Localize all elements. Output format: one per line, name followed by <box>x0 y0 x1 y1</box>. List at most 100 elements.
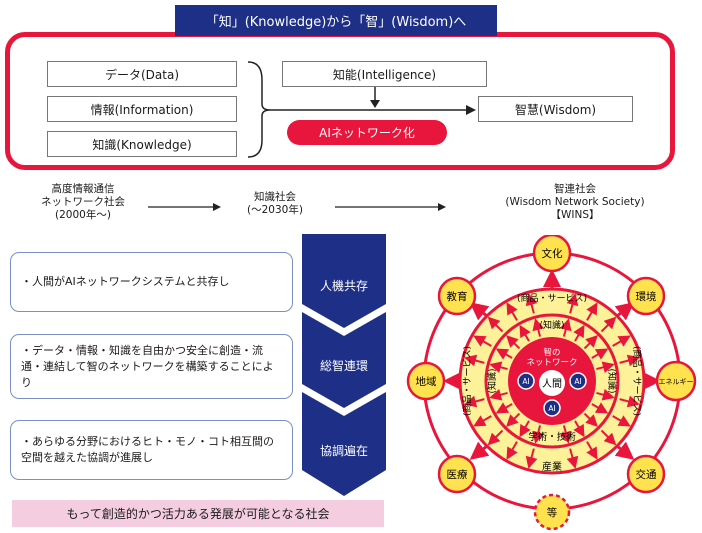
stage-2: 知識社会(〜2030年) <box>247 191 303 216</box>
brace-icon <box>247 61 271 158</box>
spoke-arrow <box>487 316 504 333</box>
svg-text:等: 等 <box>547 506 558 519</box>
arrow-head-icon <box>466 105 476 115</box>
node-energy: エネルギー <box>655 360 697 402</box>
ai-node-right: AI <box>569 372 587 390</box>
ai-node-left: AI <box>517 372 535 390</box>
middle-ring-left-label: (知識) <box>486 368 498 393</box>
middle-ring-bottom-label: 学術・技術 <box>528 431 576 443</box>
wins-diagram: 文化 環境 エネルギー 交通 等 医療 地域 教育 (商品・サービス) 産業 (… <box>406 235 697 531</box>
spoke-arrow <box>525 448 538 469</box>
spoke-arrow <box>583 412 598 427</box>
outer-ring-top-label: (商品・サービス) <box>517 292 587 304</box>
chevron-2 <box>302 312 386 408</box>
outer-ring-left-label: (商品・サービス) <box>461 346 473 416</box>
chevron-steps <box>302 234 386 496</box>
knowledge-box: 知識(Knowledge) <box>47 131 237 157</box>
stage-arrows <box>148 203 446 211</box>
spoke-arrow <box>506 335 521 350</box>
spoke-arrow <box>519 420 531 438</box>
node-environment: 環境 <box>626 276 666 316</box>
step-1-label: 人機共存 <box>319 279 368 293</box>
stage-1: 高度情報通信ネットワーク社会(2000年〜) <box>41 183 125 221</box>
spoke-arrow <box>591 402 609 414</box>
spoke-arrow <box>489 388 508 401</box>
chevron-3 <box>302 392 386 496</box>
spoke-arrow <box>495 348 513 360</box>
spoke-arrow <box>464 354 485 367</box>
node-region: 地域 <box>406 361 446 401</box>
top-connectors <box>247 61 476 158</box>
spoke-arrow <box>619 354 640 367</box>
data-box: データ(Data) <box>47 61 237 87</box>
spoke-arrow <box>506 441 518 460</box>
radial-arrows <box>464 293 640 469</box>
svg-text:AI: AI <box>574 377 581 386</box>
outer-ring-bottom-label: 産業 <box>542 460 562 473</box>
node-etc: 等 <box>533 493 571 531</box>
human-circle <box>539 370 565 396</box>
spoke-arrow <box>596 361 615 374</box>
spoke-arrow <box>489 361 508 374</box>
spoke-arrow <box>525 293 538 314</box>
node-medical: 医療 <box>437 454 477 494</box>
spoke-arrow <box>473 335 492 347</box>
information-box: 情報(Information) <box>47 96 237 122</box>
core-human: 人間 <box>542 378 562 390</box>
spoke-arrow <box>495 402 513 414</box>
svg-text:交通: 交通 <box>636 468 657 481</box>
spoke-arrow <box>566 293 579 314</box>
spoke-arrow <box>612 335 631 347</box>
spoke-arrow <box>519 324 531 342</box>
spoke-arrow <box>612 415 631 427</box>
svg-text:教育: 教育 <box>447 290 468 303</box>
step-2-description: ・データ・情報・知識を自由かつ安全に創造・流通・連結して智のネットワークを構築す… <box>10 334 293 399</box>
arrow-head-icon <box>370 100 380 108</box>
core-title-2: ネットワーク <box>526 358 577 368</box>
spoke-arrow <box>506 412 521 427</box>
spoke-arrow <box>573 324 585 342</box>
spoke-arrow <box>586 302 598 321</box>
spoke-arrow <box>573 420 585 438</box>
core-title-1: 智の <box>543 347 560 358</box>
step-1-description: ・人間がAIネットワークシステムと共存し <box>10 252 293 312</box>
spoke-arrow <box>600 429 617 446</box>
spoke-arrow <box>473 415 492 427</box>
step-3-label: 協調遍在 <box>319 444 368 458</box>
svg-text:エネルギー: エネルギー <box>659 378 694 386</box>
svg-text:地域: 地域 <box>416 375 437 388</box>
spoke-arrow <box>487 429 504 446</box>
middle-ring-top-label: (知識) <box>539 319 564 331</box>
wisdom-box: 智慧(Wisdom) <box>478 96 633 122</box>
middle-ring-right-label: (知識) <box>606 368 618 393</box>
svg-text:医療: 医療 <box>447 468 468 481</box>
arrow-head-icon <box>213 203 221 211</box>
chevron-1 <box>302 234 386 328</box>
node-education: 教育 <box>437 276 477 316</box>
step-3-description: ・あらゆる分野におけるヒト・モノ・コト相互間の空間を越えた協調が進展し <box>10 420 293 480</box>
intelligence-box: 知能(Intelligence) <box>282 61 487 87</box>
spoke-arrow <box>596 388 615 401</box>
ai-node-bottom: AI <box>543 399 561 417</box>
spoke-arrow <box>559 425 572 444</box>
svg-text:環境: 環境 <box>636 290 657 303</box>
page-title: 「知」(Knowledge)から「智」(Wisdom)へ <box>175 5 497 36</box>
node-transport: 交通 <box>626 454 666 494</box>
spoke-arrow <box>559 318 572 337</box>
spoke-arrow <box>506 302 518 321</box>
spoke-arrow <box>600 316 617 333</box>
node-culture: 文化 <box>532 235 572 273</box>
step-2-label: 総智連環 <box>319 359 368 373</box>
spoke-arrow <box>566 448 579 469</box>
svg-text:AI: AI <box>522 377 529 386</box>
spoke-arrow <box>532 318 545 337</box>
spoke-arrow <box>586 441 598 460</box>
ai-network-pill: AIネットワーク化 <box>287 120 447 145</box>
spoke-arrow <box>464 395 485 408</box>
spoke-arrow <box>591 348 609 360</box>
svg-text:文化: 文化 <box>542 247 563 260</box>
arrow-head-icon <box>438 203 446 211</box>
outer-ring-right-label: (商品・サービス) <box>631 346 643 416</box>
stage-3: 智連社会(Wisdom Network Society)【WINS】 <box>505 183 645 221</box>
spoke-arrow <box>583 335 598 350</box>
